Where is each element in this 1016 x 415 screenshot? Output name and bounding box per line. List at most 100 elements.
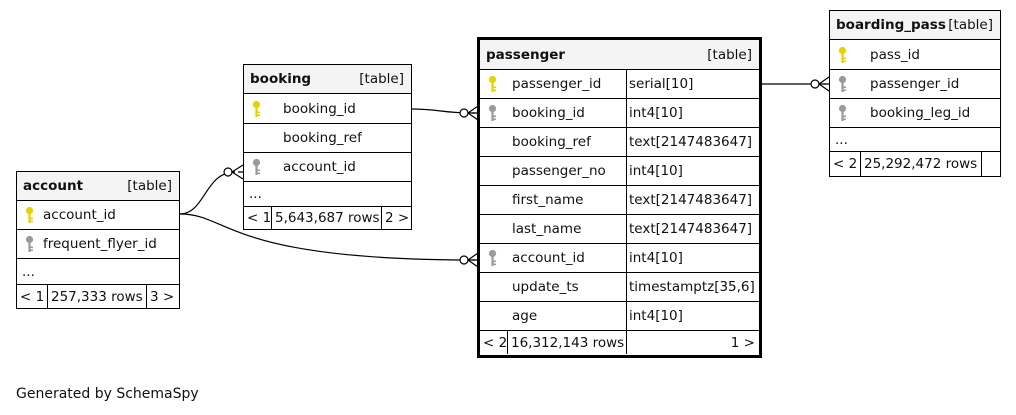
- ellipsis: ...: [835, 131, 848, 148]
- ellipsis: ...: [22, 263, 35, 280]
- prev-link[interactable]: < 2: [830, 152, 861, 176]
- column-row[interactable]: booking_ref: [244, 124, 411, 153]
- table-name: booking: [250, 71, 312, 87]
- table-name: boarding_pass: [836, 17, 946, 33]
- prev-link[interactable]: < 2: [480, 331, 508, 354]
- column-type: int4[10]: [629, 163, 683, 179]
- column-name: passenger_id: [480, 70, 627, 98]
- next-link[interactable]: 1 >: [730, 334, 755, 351]
- primary-key-icon: [25, 206, 34, 224]
- primary-key-icon: [488, 75, 497, 93]
- foreign-key-icon: [252, 158, 261, 176]
- column-row[interactable]: account_id: [17, 201, 179, 230]
- prev-link[interactable]: < 1: [244, 207, 272, 229]
- column-row[interactable]: passenger_id serial[10]: [480, 70, 759, 99]
- column-row[interactable]: pass_id: [830, 40, 1000, 70]
- column-name: booking_id: [480, 99, 627, 127]
- generated-by-credit: Generated by SchemaSpy: [16, 386, 199, 402]
- row-count: 16,312,143 rows: [508, 331, 627, 354]
- table-footer: < 1 5,643,687 rows 2 >: [244, 207, 411, 229]
- ellipsis: ...: [249, 186, 262, 202]
- crowfoot-circle: [223, 167, 233, 177]
- column-row[interactable]: first_name text[2147483647]: [480, 186, 759, 215]
- crowfoot-circle: [810, 79, 820, 89]
- column-row[interactable]: booking_id int4[10]: [480, 99, 759, 128]
- column-name: passenger_id: [870, 76, 960, 92]
- table-footer: < 2 16,312,143 rows 1 >: [480, 331, 759, 354]
- column-row[interactable]: passenger_id: [830, 70, 1000, 99]
- column-name: passenger_no: [480, 157, 627, 185]
- row-count: 257,333 rows: [48, 285, 147, 308]
- table-tag: [table]: [127, 178, 172, 194]
- column-row[interactable]: update_ts timestamptz[35,6]: [480, 273, 759, 302]
- column-row[interactable]: last_name text[2147483647]: [480, 215, 759, 244]
- more-columns: ...: [17, 259, 179, 285]
- table-booking[interactable]: booking [table] booking_id booking_ref a…: [243, 64, 412, 230]
- column-row[interactable]: booking_leg_id: [830, 99, 1000, 128]
- column-name: frequent_flyer_id: [43, 236, 157, 252]
- column-type: timestamptz[35,6]: [629, 279, 755, 295]
- column-type: int4[10]: [629, 308, 683, 324]
- column-type: text[2147483647]: [629, 192, 753, 208]
- crowfoot-circle: [459, 255, 469, 265]
- column-name: account_id: [480, 244, 627, 272]
- table-tag: [table]: [359, 71, 404, 87]
- table-boarding-pass[interactable]: boarding_pass [table] pass_id passenger_…: [829, 10, 1001, 177]
- column-name: booking_id: [283, 100, 356, 117]
- column-name: first_name: [480, 186, 627, 214]
- foreign-key-icon: [488, 104, 497, 122]
- column-row[interactable]: account_id: [244, 153, 411, 182]
- next-link[interactable]: 2 >: [385, 210, 410, 226]
- column-row[interactable]: booking_ref text[2147483647]: [480, 128, 759, 157]
- column-type: int4[10]: [629, 250, 683, 266]
- prev-link[interactable]: < 1: [17, 285, 48, 308]
- column-name: update_ts: [480, 273, 627, 301]
- table-tag: [table]: [948, 17, 993, 33]
- table-header: account [table]: [17, 172, 179, 201]
- primary-key-icon: [838, 46, 847, 64]
- foreign-key-icon: [838, 75, 847, 93]
- column-name: age: [480, 302, 627, 330]
- edge-account-booking: [179, 171, 236, 215]
- column-name: last_name: [480, 215, 627, 243]
- table-footer: < 2 25,292,472 rows: [830, 152, 1000, 176]
- column-name: account_id: [283, 159, 356, 175]
- crowfoot-marker: [231, 164, 244, 180]
- row-count: 25,292,472 rows: [861, 152, 982, 176]
- column-row[interactable]: booking_id: [244, 94, 411, 124]
- foreign-key-icon: [838, 104, 847, 122]
- edge-account-passenger: [179, 213, 476, 261]
- foreign-key-icon: [488, 249, 497, 267]
- column-name: booking_ref: [480, 128, 627, 156]
- table-name: passenger: [486, 46, 566, 63]
- footer-spacer: [982, 152, 1000, 176]
- primary-key-icon: [252, 100, 261, 118]
- more-columns: ...: [244, 182, 411, 207]
- table-header: passenger [table]: [480, 40, 759, 70]
- crowfoot-circle: [459, 108, 469, 118]
- column-name: account_id: [43, 207, 116, 223]
- column-row[interactable]: account_id int4[10]: [480, 244, 759, 273]
- column-name: pass_id: [870, 46, 920, 63]
- more-columns: ...: [830, 128, 1000, 152]
- column-type: text[2147483647]: [629, 134, 753, 150]
- table-name: account: [23, 178, 84, 194]
- table-footer: < 1 257,333 rows 3 >: [17, 285, 179, 308]
- table-passenger[interactable]: passenger [table] passenger_id serial[10…: [477, 37, 762, 358]
- column-row[interactable]: frequent_flyer_id: [17, 230, 179, 259]
- column-row[interactable]: passenger_no int4[10]: [480, 157, 759, 186]
- table-header: boarding_pass [table]: [830, 11, 1000, 40]
- column-type: int4[10]: [629, 105, 683, 121]
- foreign-key-icon: [25, 235, 34, 253]
- column-type: serial[10]: [629, 76, 694, 92]
- table-account[interactable]: account [table] account_id frequent_flye…: [16, 171, 180, 309]
- column-type: text[2147483647]: [629, 221, 753, 237]
- column-name: booking_ref: [283, 130, 362, 146]
- table-tag: [table]: [707, 46, 752, 63]
- column-row[interactable]: age int4[10]: [480, 302, 759, 331]
- table-header: booking [table]: [244, 65, 411, 94]
- row-count: 5,643,687 rows: [272, 207, 382, 229]
- next-link[interactable]: 3 >: [150, 288, 175, 305]
- column-name: booking_leg_id: [870, 105, 971, 121]
